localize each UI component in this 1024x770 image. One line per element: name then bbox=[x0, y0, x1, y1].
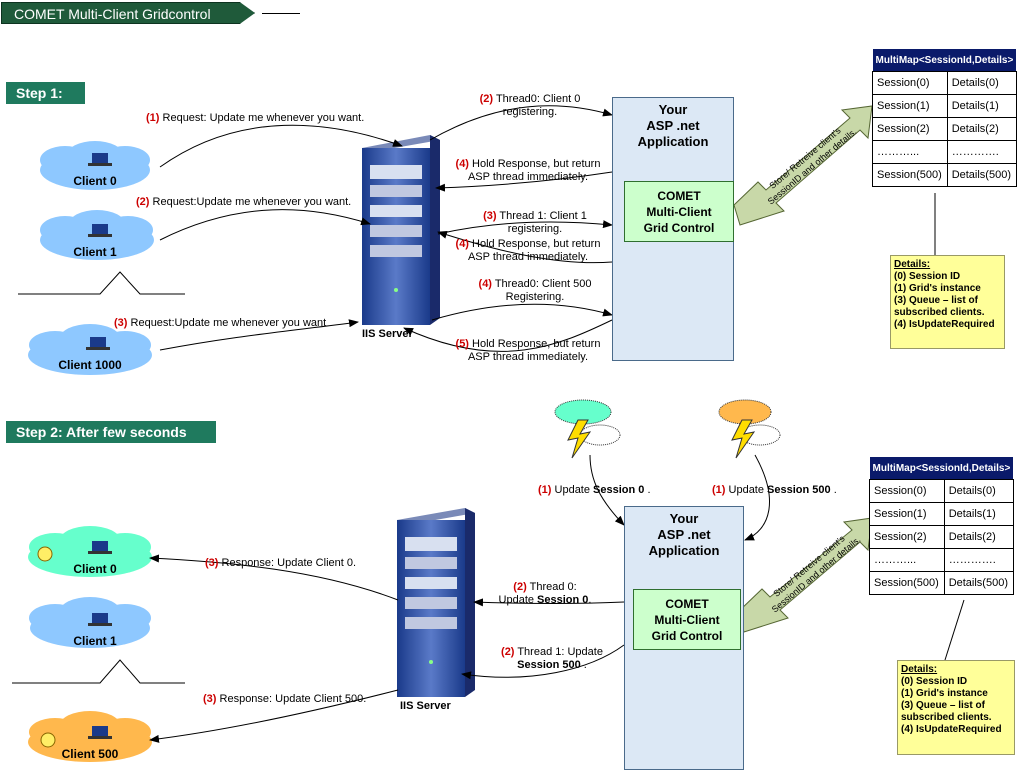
ellipsis-zigzag bbox=[18, 271, 185, 295]
cloud-client0-step2 bbox=[28, 526, 152, 577]
multimap-table-step1: MultiMap<SessionId,Details> Session(0)De… bbox=[872, 49, 1017, 187]
diagram-title: COMET Multi-Client Gridcontrol bbox=[1, 2, 255, 24]
arrow-thread0-client500 bbox=[431, 303, 613, 321]
arrow-response-client0 bbox=[149, 554, 399, 601]
request-client1000-label: (3) Request:Update me whenever you want bbox=[114, 317, 327, 329]
arrow-request-client1 bbox=[159, 209, 371, 241]
cloud-client1000-step1 bbox=[28, 324, 152, 375]
iis-server-label: IIS Server bbox=[362, 328, 413, 340]
multimap-header: MultiMap<SessionId,Details> bbox=[869, 457, 1014, 480]
response-client500-label: (3) Response: Update Client 500. bbox=[203, 693, 367, 705]
laptop-icon bbox=[86, 153, 112, 350]
iis-server-label-step2: IIS Server bbox=[400, 700, 451, 712]
cloud-client1-step1 bbox=[40, 210, 154, 260]
arrow-update-session0 bbox=[589, 454, 625, 526]
arrow-thread0-register bbox=[429, 105, 613, 141]
title-underline bbox=[262, 13, 300, 14]
step1-label: Step 1: bbox=[6, 82, 85, 104]
client1000-label: Client 1000 bbox=[58, 358, 122, 372]
storm-cloud-green-icon bbox=[554, 399, 621, 459]
response-client0-label: (3) Response: Update Client 0. bbox=[205, 557, 357, 569]
arrow-hold-response-1 bbox=[435, 171, 613, 192]
step2-label: Step 2: After few seconds bbox=[6, 421, 216, 443]
store-retrieve-arrow-step1 bbox=[733, 105, 873, 226]
client500-label-step2: Client 500 bbox=[61, 747, 119, 761]
arrow-update-session500 bbox=[744, 454, 770, 541]
update-session0-label: (1) Update Session 0 . bbox=[538, 484, 651, 496]
arrow-thread1-update bbox=[461, 644, 625, 680]
laptop-icon bbox=[88, 541, 112, 739]
arrow-thread1-register bbox=[437, 220, 613, 235]
update-session500-label: (1) Update Session 500 . bbox=[712, 484, 837, 496]
iis-server-icon-step2 bbox=[397, 508, 475, 697]
ellipsis-zigzag bbox=[12, 659, 185, 684]
iis-server-icon-step1 bbox=[362, 135, 440, 325]
client0-label: Client 0 bbox=[73, 174, 117, 188]
request-client1-label: (2) Request:Update me whenever you want. bbox=[136, 196, 352, 208]
details-note-step1: Details: (0) Session ID (1) Grid's insta… bbox=[890, 255, 1005, 349]
details-note-step2: Details: (0) Session ID (1) Grid's insta… bbox=[897, 660, 1015, 755]
client0-label-step2: Client 0 bbox=[73, 562, 117, 576]
storm-cloud-orange-icon bbox=[718, 399, 781, 459]
arrow-request-client0 bbox=[159, 124, 403, 168]
arrow-request-client1000 bbox=[159, 319, 359, 351]
request-client0-label: (1) Request: Update me whenever you want… bbox=[146, 112, 365, 124]
client1-label-step2: Client 1 bbox=[73, 634, 117, 648]
multimap-header: MultiMap<SessionId,Details> bbox=[872, 49, 1017, 72]
client1-label: Client 1 bbox=[73, 245, 117, 259]
arrow-thread0-update bbox=[473, 598, 625, 607]
arrow-hold-response-3 bbox=[403, 319, 613, 352]
arrow-response-client500 bbox=[149, 689, 399, 743]
thread0-update-label: (2) Thread 0:Update Session 0. bbox=[498, 581, 592, 606]
arrow-hold-response-2 bbox=[437, 230, 613, 264]
multimap-table-step2: MultiMap<SessionId,Details> Session(0)De… bbox=[869, 457, 1014, 595]
